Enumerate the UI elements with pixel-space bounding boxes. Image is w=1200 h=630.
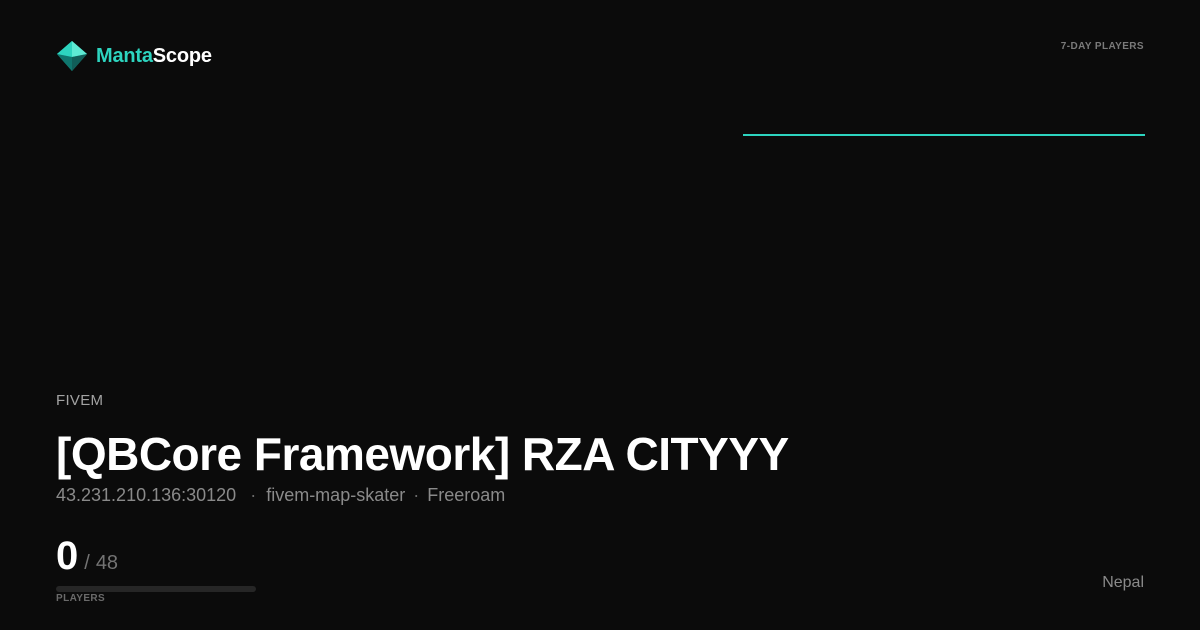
- players-progress-bar: [56, 586, 256, 592]
- sparkline-label: 7-DAY PLAYERS: [1060, 41, 1144, 52]
- manta-logo-icon: [57, 41, 87, 71]
- game-label: FIVEM: [56, 392, 104, 409]
- meta-separator: ·: [413, 485, 420, 505]
- server-title: [QBCore Framework] RZA CITYYY: [56, 428, 789, 480]
- players-slash: /: [84, 552, 90, 574]
- players-current: 0: [56, 534, 79, 578]
- server-meta: 43.231.210.136:30120 · fivem-map-skater …: [56, 485, 505, 506]
- players-max: 48: [95, 552, 119, 574]
- brand-name-part-2: Scope: [152, 45, 212, 67]
- players-label: PLAYERS: [56, 593, 106, 604]
- player-sparkline: [743, 134, 1145, 136]
- server-gametype: Freeroam: [427, 485, 506, 505]
- server-address[interactable]: 43.231.210.136:30120: [56, 485, 237, 505]
- server-country: Nepal: [1102, 574, 1144, 591]
- brand-name: MantaScope: [96, 46, 212, 66]
- player-count: 0 / 48: [56, 534, 118, 578]
- meta-separator: ·: [250, 485, 257, 505]
- brand-name-part-1: Manta: [96, 45, 153, 67]
- server-map: fivem-map-skater: [266, 485, 406, 505]
- brand[interactable]: MantaScope: [56, 40, 212, 72]
